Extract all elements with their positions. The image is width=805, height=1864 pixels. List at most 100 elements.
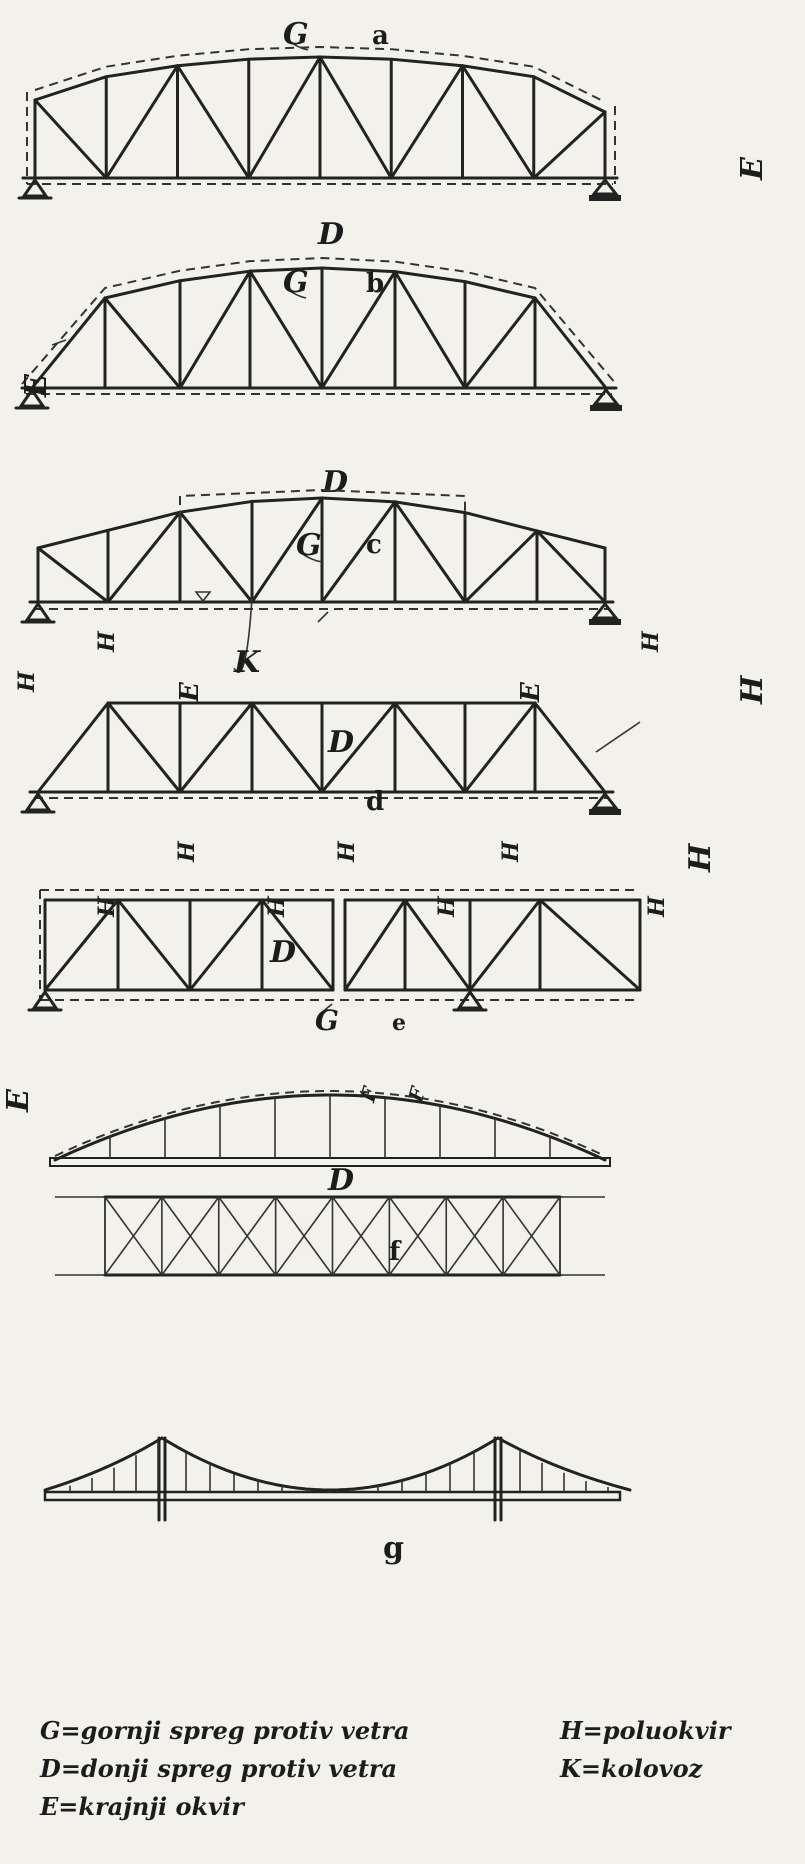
figure-c-label-E1: E bbox=[175, 681, 205, 703]
d-diagonal bbox=[178, 701, 254, 794]
d-right-support bbox=[590, 791, 620, 810]
b-diagonal bbox=[463, 296, 537, 390]
d-diagonal bbox=[250, 701, 324, 794]
figure-e-label-D: D bbox=[327, 1163, 354, 1198]
figure-d-truss bbox=[20, 701, 641, 815]
a-diagonal bbox=[104, 64, 179, 180]
figure-c-label-H4: H bbox=[735, 674, 770, 705]
b-left-support bbox=[18, 387, 46, 408]
legend-item-E: E=krajnji okvir bbox=[40, 1792, 244, 1821]
figure-a-label-D: D bbox=[317, 217, 344, 252]
figure-d-tag: d bbox=[366, 787, 384, 817]
figure-c-label-D: D bbox=[327, 725, 354, 760]
a-diagonal bbox=[176, 64, 251, 180]
b-right-support-base bbox=[590, 405, 622, 411]
figure-b-truss bbox=[14, 257, 622, 411]
d-diagonal bbox=[106, 701, 182, 794]
f-plan-left-portal bbox=[55, 1196, 106, 1276]
c-roadway-marker bbox=[194, 591, 212, 603]
a-right-support bbox=[590, 177, 620, 196]
b-right-support bbox=[591, 387, 621, 406]
figure-d-label-D: D bbox=[269, 935, 296, 970]
a-diagonal bbox=[318, 55, 393, 180]
g-deck bbox=[43, 1490, 622, 1502]
f-plan-right-portal bbox=[559, 1196, 605, 1276]
figure-a-label-E: E bbox=[735, 156, 770, 181]
b-diagonal bbox=[178, 269, 252, 390]
b-diagonal bbox=[393, 270, 467, 390]
d-diagonal bbox=[463, 701, 537, 794]
figure-e-truss bbox=[27, 889, 642, 1015]
f-plan-brace bbox=[502, 1196, 561, 1276]
figure-f-truss bbox=[49, 1090, 611, 1277]
legend-row-1: G=gornji spreg protiv vetra H=poluokvir bbox=[40, 1712, 800, 1750]
figure-e-label-G: G bbox=[315, 1004, 339, 1037]
e-diagonal bbox=[343, 898, 407, 992]
legend-item-D: D=donji spreg protiv vetra bbox=[40, 1754, 398, 1783]
a-G-leader bbox=[287, 39, 309, 51]
truss-figures: a G D E b G D E c G D K E E H H H H d D … bbox=[1, 17, 770, 1566]
figure-a-tag: a bbox=[372, 21, 389, 51]
d-left-support bbox=[24, 791, 52, 812]
c-K-leader bbox=[233, 597, 253, 674]
c-diagonal bbox=[463, 529, 539, 604]
e-diagonal bbox=[43, 898, 120, 992]
c-diagonal bbox=[106, 510, 182, 604]
e-diagonal bbox=[403, 898, 472, 992]
a-diagonal bbox=[461, 64, 536, 180]
figure-c-truss bbox=[20, 488, 621, 674]
f-plan-brace bbox=[104, 1196, 163, 1276]
legend-row-2: D=donji spreg protiv vetra K=kolovoz bbox=[40, 1750, 800, 1788]
figure-b-tag: b bbox=[366, 269, 384, 299]
a-diagonal bbox=[33, 98, 108, 180]
f-plan-brace bbox=[218, 1196, 277, 1276]
e-diagonal bbox=[260, 898, 335, 992]
f-plan-brace bbox=[445, 1196, 504, 1276]
a-right-support-base bbox=[589, 195, 621, 201]
figure-c-tag: c bbox=[366, 530, 382, 560]
figure-g-tag: g bbox=[383, 1531, 404, 1566]
figure-d-label-H6: H bbox=[498, 840, 524, 863]
e-left-support bbox=[31, 989, 59, 1010]
d-right-support-base bbox=[589, 809, 621, 815]
f-plan-brace bbox=[274, 1196, 334, 1276]
f-plan-brace bbox=[331, 1196, 391, 1276]
figure-a-truss bbox=[17, 39, 621, 201]
figure-e-label-E: E bbox=[1, 1088, 36, 1113]
legend-item-G: G=gornji spreg protiv vetra bbox=[40, 1716, 410, 1745]
figure-e-tag: e bbox=[392, 1010, 406, 1036]
e-diagonal bbox=[116, 898, 192, 992]
figure-c-label-H3: H bbox=[638, 630, 664, 653]
figure-b-label-D: D bbox=[321, 465, 348, 500]
figure-d-label-H7: H bbox=[644, 895, 670, 918]
b-diagonal bbox=[103, 296, 182, 390]
legend-item-H: H=poluokvir bbox=[560, 1716, 731, 1745]
b-E-leader bbox=[51, 339, 67, 346]
a-top-bracing-outline bbox=[34, 45, 606, 103]
figure-b-label-G: G bbox=[283, 265, 309, 300]
a-diagonal bbox=[532, 110, 607, 180]
b-diagonal bbox=[248, 269, 324, 390]
c-diagonal bbox=[178, 510, 254, 604]
e-diagonal bbox=[468, 898, 542, 992]
figure-c-label-K: K bbox=[233, 645, 262, 680]
f-plan-brace bbox=[388, 1196, 447, 1276]
d-H-leader bbox=[595, 721, 641, 753]
a-left-support bbox=[21, 177, 49, 198]
figure-c-label-H2: H bbox=[94, 630, 120, 653]
d-diagonal bbox=[320, 701, 397, 794]
g-right-back-stay bbox=[496, 1436, 632, 1492]
f-arch-outline bbox=[54, 1090, 606, 1157]
figure-d-label-H5: H bbox=[434, 895, 460, 918]
figure-c-label-H1: H bbox=[14, 670, 40, 693]
b-diagonal bbox=[320, 270, 397, 390]
c-diagonal bbox=[36, 546, 110, 604]
g-left-back-stay bbox=[43, 1436, 164, 1492]
c-right-support bbox=[590, 601, 620, 620]
figure-a-label-G: G bbox=[283, 17, 309, 52]
a-diagonal bbox=[247, 55, 322, 180]
figure-e-label-F1: F bbox=[355, 1083, 383, 1106]
e-D-leader bbox=[319, 1003, 333, 1015]
figure-d-label-H2: H bbox=[174, 840, 200, 863]
